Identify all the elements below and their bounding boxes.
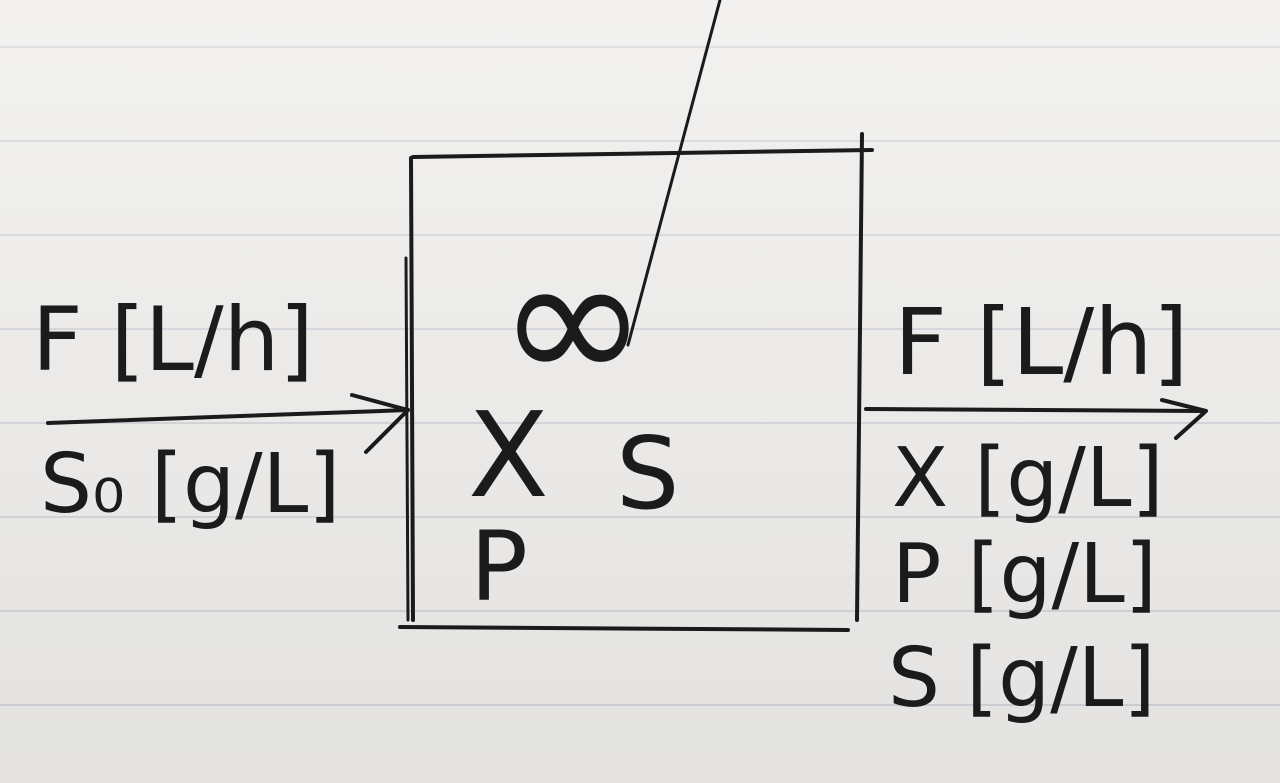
- outlet-product-label: P [g/L]: [892, 527, 1157, 622]
- outlet-arrowhead: [1160, 398, 1208, 440]
- reactor-left-wall-double: [404, 256, 410, 622]
- outlet-arrow-line: [864, 407, 1205, 413]
- inlet-arrow-line: [46, 408, 410, 425]
- reactor-top-edge: [411, 148, 874, 159]
- reactor-left-wall: [409, 156, 415, 622]
- outlet-flow-label: F [L/h]: [894, 289, 1189, 396]
- inlet-flow-label: F [L/h]: [32, 288, 314, 391]
- stirrer-impeller-symbol: ∞: [498, 216, 648, 425]
- reactor-biomass-label: X: [468, 386, 549, 524]
- reactor-product-label: P: [470, 511, 528, 623]
- reactor-substrate-label: S: [616, 415, 679, 532]
- outlet-substrate-label: S [g/L]: [888, 631, 1155, 726]
- reactor-right-wall: [855, 132, 864, 622]
- inlet-arrowhead: [350, 393, 410, 454]
- outlet-biomass-label: X [g/L]: [892, 431, 1164, 526]
- reactor-vessel: [398, 132, 874, 632]
- inlet-substrate-label: S₀ [g/L]: [40, 437, 340, 532]
- outlet-arrow: [864, 398, 1208, 440]
- reactor-bottom-edge: [398, 625, 850, 632]
- stirrer-shaft: [626, 0, 722, 347]
- inlet-arrow: [46, 393, 410, 454]
